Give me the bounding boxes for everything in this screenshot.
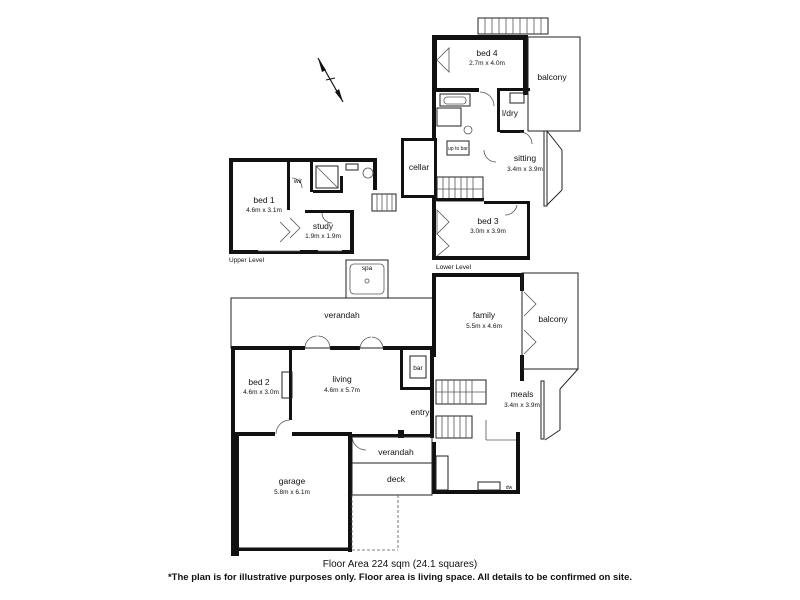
living-dims: 4.6m x 5.7m <box>324 387 360 394</box>
bed1-dims: 4.6m x 3.1m <box>246 207 282 214</box>
top-stair <box>477 17 549 35</box>
sitting-name: sitting <box>514 153 536 163</box>
main-stair <box>435 379 487 439</box>
lower-level-label: Lower Level <box>436 264 472 271</box>
wir-name: wir <box>293 178 303 185</box>
bed2-name: bed 2 <box>248 377 270 387</box>
deck-name: deck <box>387 474 406 484</box>
bed3-dims: 3.0m x 3.9m <box>470 228 506 235</box>
spa-name: spa <box>362 265 373 272</box>
study-dims: 1.9m x 1.9m <box>305 233 341 240</box>
living-name: living <box>332 374 352 384</box>
family-dims: 5.5m x 4.6m <box>466 323 502 330</box>
upper-level-plan <box>229 158 397 254</box>
lower-level-plan <box>401 17 581 260</box>
garage-dims: 5.8m x 6.1m <box>274 489 310 496</box>
verandah-bottom-name: verandah <box>378 447 414 457</box>
verandah-top-name: verandah <box>324 310 360 320</box>
disclaimer-text: *The plan is for illustrative purposes o… <box>167 572 633 583</box>
balcony-top-name: balcony <box>537 72 567 82</box>
bed1-name: bed 1 <box>253 195 275 205</box>
lower-stair <box>436 176 484 202</box>
bed4-name: bed 4 <box>476 48 498 58</box>
north-arrow-icon <box>317 57 344 103</box>
room-labels: bed 4 2.7m x 4.0m balcony l/dry cellar u… <box>229 48 568 496</box>
meals-dims: 3.4m x 3.9m <box>504 402 540 409</box>
meals-name: meals <box>511 389 534 399</box>
upper-stair <box>371 193 397 212</box>
family-name: family <box>473 310 496 320</box>
bed3-name: bed 3 <box>477 216 499 226</box>
upper-level-label: Upper Level <box>229 257 265 264</box>
garage-name: garage <box>279 476 306 486</box>
cellar-name: cellar <box>409 162 429 172</box>
study-name: study <box>313 221 334 231</box>
floor-area-text: Floor Area 224 sqm (24.1 squares) <box>322 559 478 570</box>
balcony-right-name: balcony <box>538 314 568 324</box>
dw-name: dw <box>506 485 513 491</box>
entry-name: entry <box>411 407 431 417</box>
ldry-name: l/dry <box>502 108 519 118</box>
bed2-dims: 4.6m x 3.0m <box>243 389 279 396</box>
main-level-plan <box>230 272 579 556</box>
sitting-dims: 3.4m x 3.9m <box>507 166 543 173</box>
up-to-bar-label: up to bar <box>448 146 468 152</box>
bar-name: bar <box>413 365 423 372</box>
bed4-dims: 2.7m x 4.0m <box>469 60 505 67</box>
